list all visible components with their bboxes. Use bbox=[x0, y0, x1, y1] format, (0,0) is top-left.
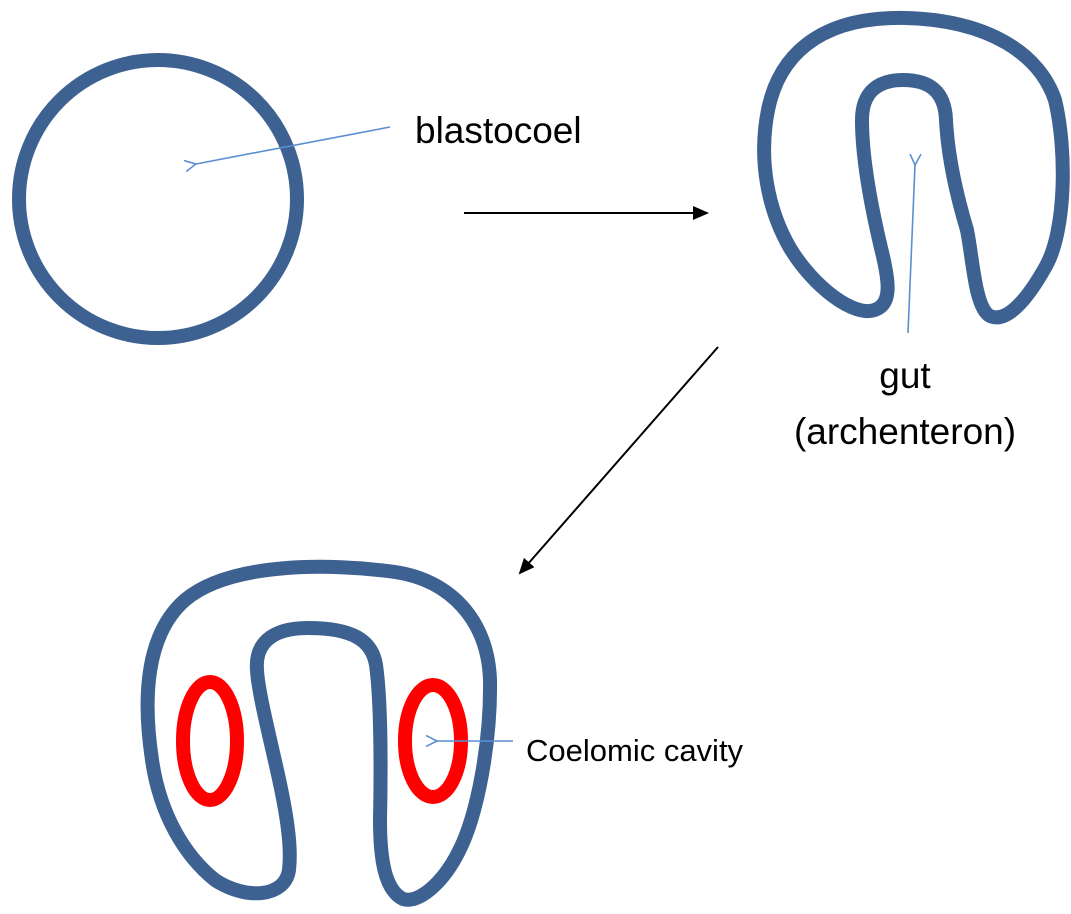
blastocoel-label: blastocoel bbox=[415, 110, 582, 151]
coelom-left-pouch bbox=[183, 682, 237, 800]
blastula-outline bbox=[19, 60, 297, 338]
coelomate-outline bbox=[148, 567, 490, 900]
archenteron-label: (archenteron) bbox=[794, 411, 1016, 452]
gut-pointer bbox=[908, 165, 915, 333]
coelom-label: Coelomic cavity bbox=[526, 733, 744, 768]
gastrula-stage: gut (archenteron) bbox=[764, 18, 1063, 452]
coelomate-stage: Coelomic cavity bbox=[148, 567, 744, 900]
step-arrow-2 bbox=[520, 347, 718, 573]
gut-label: gut bbox=[879, 355, 931, 396]
blastula-stage: blastocoel bbox=[19, 60, 582, 338]
gastrula-outline bbox=[764, 18, 1063, 317]
